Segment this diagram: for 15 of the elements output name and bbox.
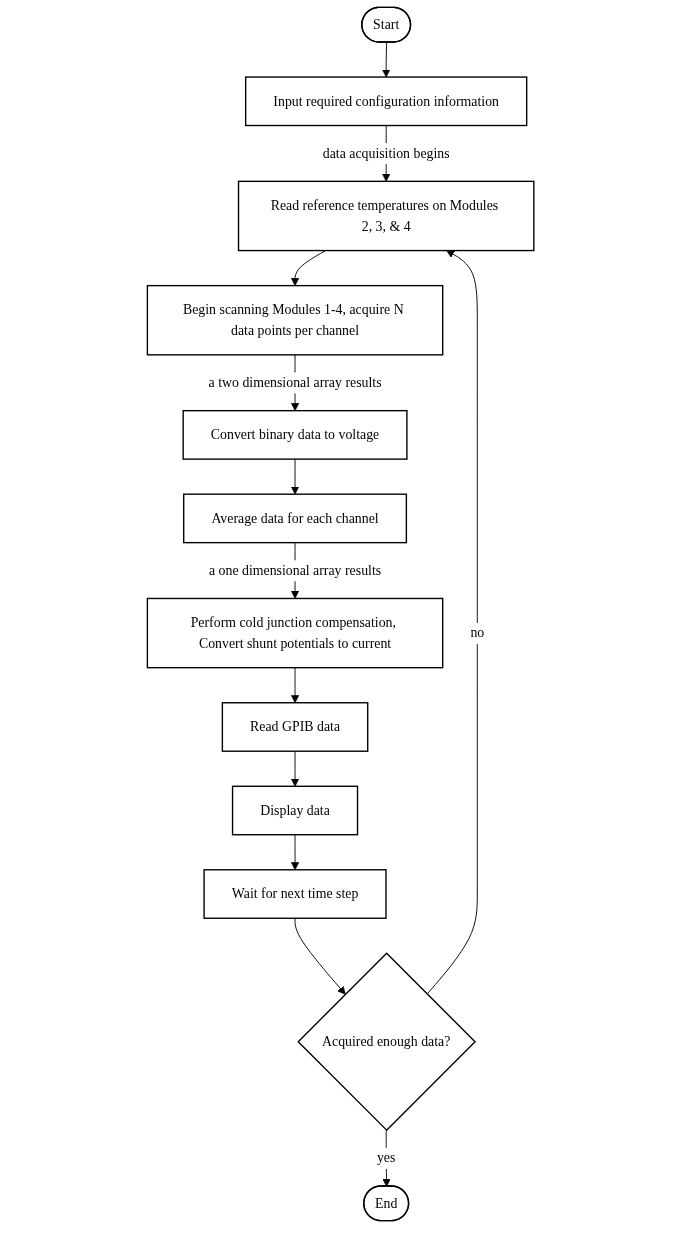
- edge-label: data acquisition begins: [323, 145, 450, 161]
- node-box: Convert binary data to voltage: [182, 410, 408, 460]
- node-box: Average data for each channel: [183, 493, 408, 544]
- edge-label: no: [470, 625, 485, 641]
- node-box: Read GPIB data: [222, 702, 369, 752]
- node-box: Wait for next time step: [203, 869, 388, 919]
- node-diamond: Acquired enough data?: [297, 952, 477, 1132]
- node-box: Perform cold junction compensation, Convert shunt potentials to current: [147, 597, 444, 669]
- edge-label: yes: [377, 1150, 396, 1166]
- edge-label: a one dimensional array results: [209, 562, 382, 578]
- node-box: Input required configuration information: [245, 76, 528, 127]
- node-box: Begin scanning Modules 1-4, acquire N data points per channel: [147, 284, 444, 356]
- node-box: Read reference temperatures on Modules 2, 3, & 4: [238, 180, 535, 252]
- edge-label: a two dimensional array results: [208, 375, 382, 390]
- node-box: Display data: [232, 785, 359, 836]
